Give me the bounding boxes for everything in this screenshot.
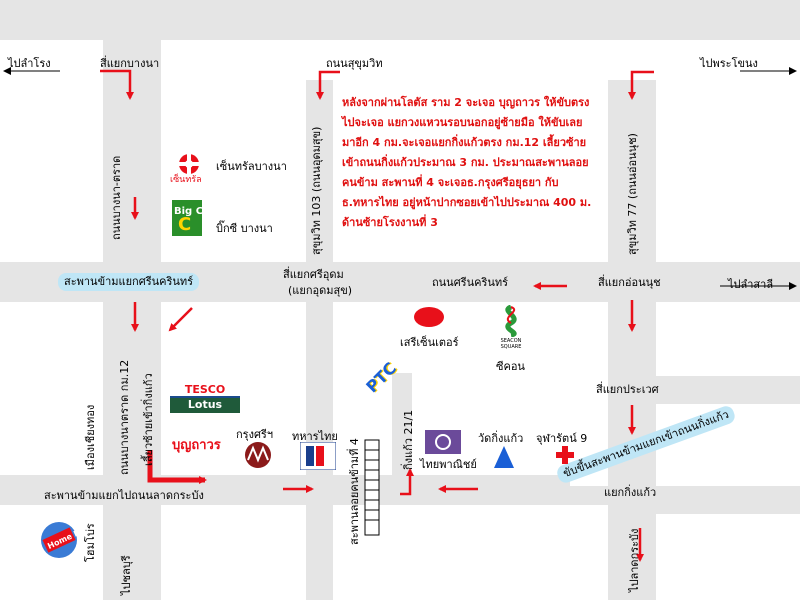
road-soi — [392, 373, 412, 483]
label-krungsri: กรุงศรีฯ — [236, 428, 274, 441]
top-white-right — [656, 40, 800, 262]
label-sukhumvit-103: สุขุมวิท 103 (ถนนอุดมสุข) — [310, 126, 323, 255]
ptc-logo-text: PTC — [362, 358, 401, 397]
seri-center-logo — [413, 306, 445, 328]
label-sanyaek-prawet: สี่แยกประเวศ — [596, 383, 659, 396]
lotus-logo-text: Lotus — [170, 398, 240, 413]
label-king-kaeo-21-1: กิ่งแก้ว 21/1 — [402, 409, 415, 470]
label-wat-king-kaeo: วัดกิ่งแก้ว — [478, 432, 524, 445]
label-juparat-9: จุฬารัตน์ 9 — [536, 432, 588, 445]
road-under-note — [333, 80, 608, 262]
label-pai-lat-sawai: ไปลำสาลี — [728, 278, 774, 291]
label-pai-chonburi: ไปชลบุรี — [120, 555, 133, 595]
central-logo-text: เซ็นทรัล — [170, 175, 202, 185]
label-yaek-king-kaeo: แยกกิ่งแก้ว — [604, 486, 657, 499]
label-udom-suk-paren: (แยกอุดมสุข) — [288, 284, 353, 297]
label-thahan-thai: ทหารไทย — [292, 430, 338, 443]
road-sukhumvit-103 — [306, 80, 333, 600]
label-bangna-trat-km12: ถนนบางนาตราด กม.12 — [118, 359, 131, 475]
label-seacon: ซีคอน — [496, 360, 525, 373]
directions-note: หลังจากผ่านโลตัส ราม 2 จะเจอ บุญถาวร ให้… — [342, 96, 592, 229]
footbridge-4-icon — [364, 439, 380, 536]
mid-white-5 — [656, 302, 800, 376]
seacon-logo: SEACON SQUARE — [496, 304, 526, 353]
top-white-left — [0, 40, 103, 262]
label-sukhumvit-77: สุขุมวิท 77 (ถนนอ่อนนุช) — [626, 133, 639, 255]
label-pai-phra-khanong: ไปพระโขนง — [700, 57, 758, 70]
bigc-logo: Big C C — [172, 200, 204, 236]
label-thanon-srinakarin: ถนนศรีนครินทร์ — [432, 276, 509, 289]
badge-bridge-lat-krabang: สะพานข้ามแยกไปถนนลาดกระบัง — [44, 489, 204, 502]
label-thai-panich: ไทยพาณิชย์ — [420, 458, 477, 471]
road-top-band — [0, 0, 800, 40]
ptc-logo: PTC — [358, 352, 401, 402]
thai-panich-logo — [425, 430, 461, 454]
label-central-bangna: เซ็นทรัลบางนา — [216, 160, 287, 173]
label-mueang-siang-thong: เมืองเชียงทอง — [84, 404, 97, 470]
seacon-logo-text: SEACON SQUARE — [500, 338, 522, 350]
label-bridge-4: สะพานลอยคนข้ามที่ 4 — [348, 438, 361, 545]
label-sanyaek-bangna: สี่แยกบางนา — [100, 57, 160, 70]
label-turn-left-king-kaeo: เลี้ยวซ้ายเข้ากิ่งแก้ว — [142, 373, 155, 466]
tesco-logo-text: TESCO — [170, 383, 240, 398]
label-thanon-sukhumvit: ถนนสุขุมวิท — [326, 57, 383, 70]
mid-white-2 — [333, 302, 392, 475]
bigc-logo-text: Big C — [174, 206, 204, 217]
label-seri-center: เสรีเซ็นเตอร์ — [400, 336, 459, 349]
label-bigc-bangna: บิ๊กซี บางนา — [216, 222, 273, 235]
badge-bridge-srinakarin: สะพานข้ามแยกศรีนครินทร์ — [58, 273, 200, 291]
label-sanyaek-onnut: สี่แยกอ่อนนุช — [598, 276, 661, 289]
thahan-thai-logo — [299, 441, 337, 471]
mid-white-4 — [0, 302, 103, 475]
boonthavorn-logo: บุญถาวร — [172, 438, 221, 453]
homepro-logo: Home Pro — [38, 515, 90, 565]
label-pai-lat-krabang: ไปลาดกระบัง — [628, 528, 641, 592]
central-logo: เซ็นทรัล — [170, 152, 208, 188]
krungsri-logo — [240, 440, 276, 470]
label-pai-lam-rong: ไปลำโรง — [8, 57, 51, 70]
wat-king-kaeo-icon — [494, 446, 514, 472]
bot-white-4 — [656, 514, 800, 600]
label-thanon-bangna-trat: ถนนบางนา-ตราด — [110, 155, 123, 240]
juparat-9-cross-icon — [556, 446, 574, 468]
label-sanyaek-si-udom: สี่แยกศรีอุดม — [283, 268, 344, 281]
tesco-lotus-logo: TESCO Lotus — [170, 383, 240, 413]
top-white-note — [333, 40, 608, 80]
bot-white-2 — [161, 505, 306, 600]
